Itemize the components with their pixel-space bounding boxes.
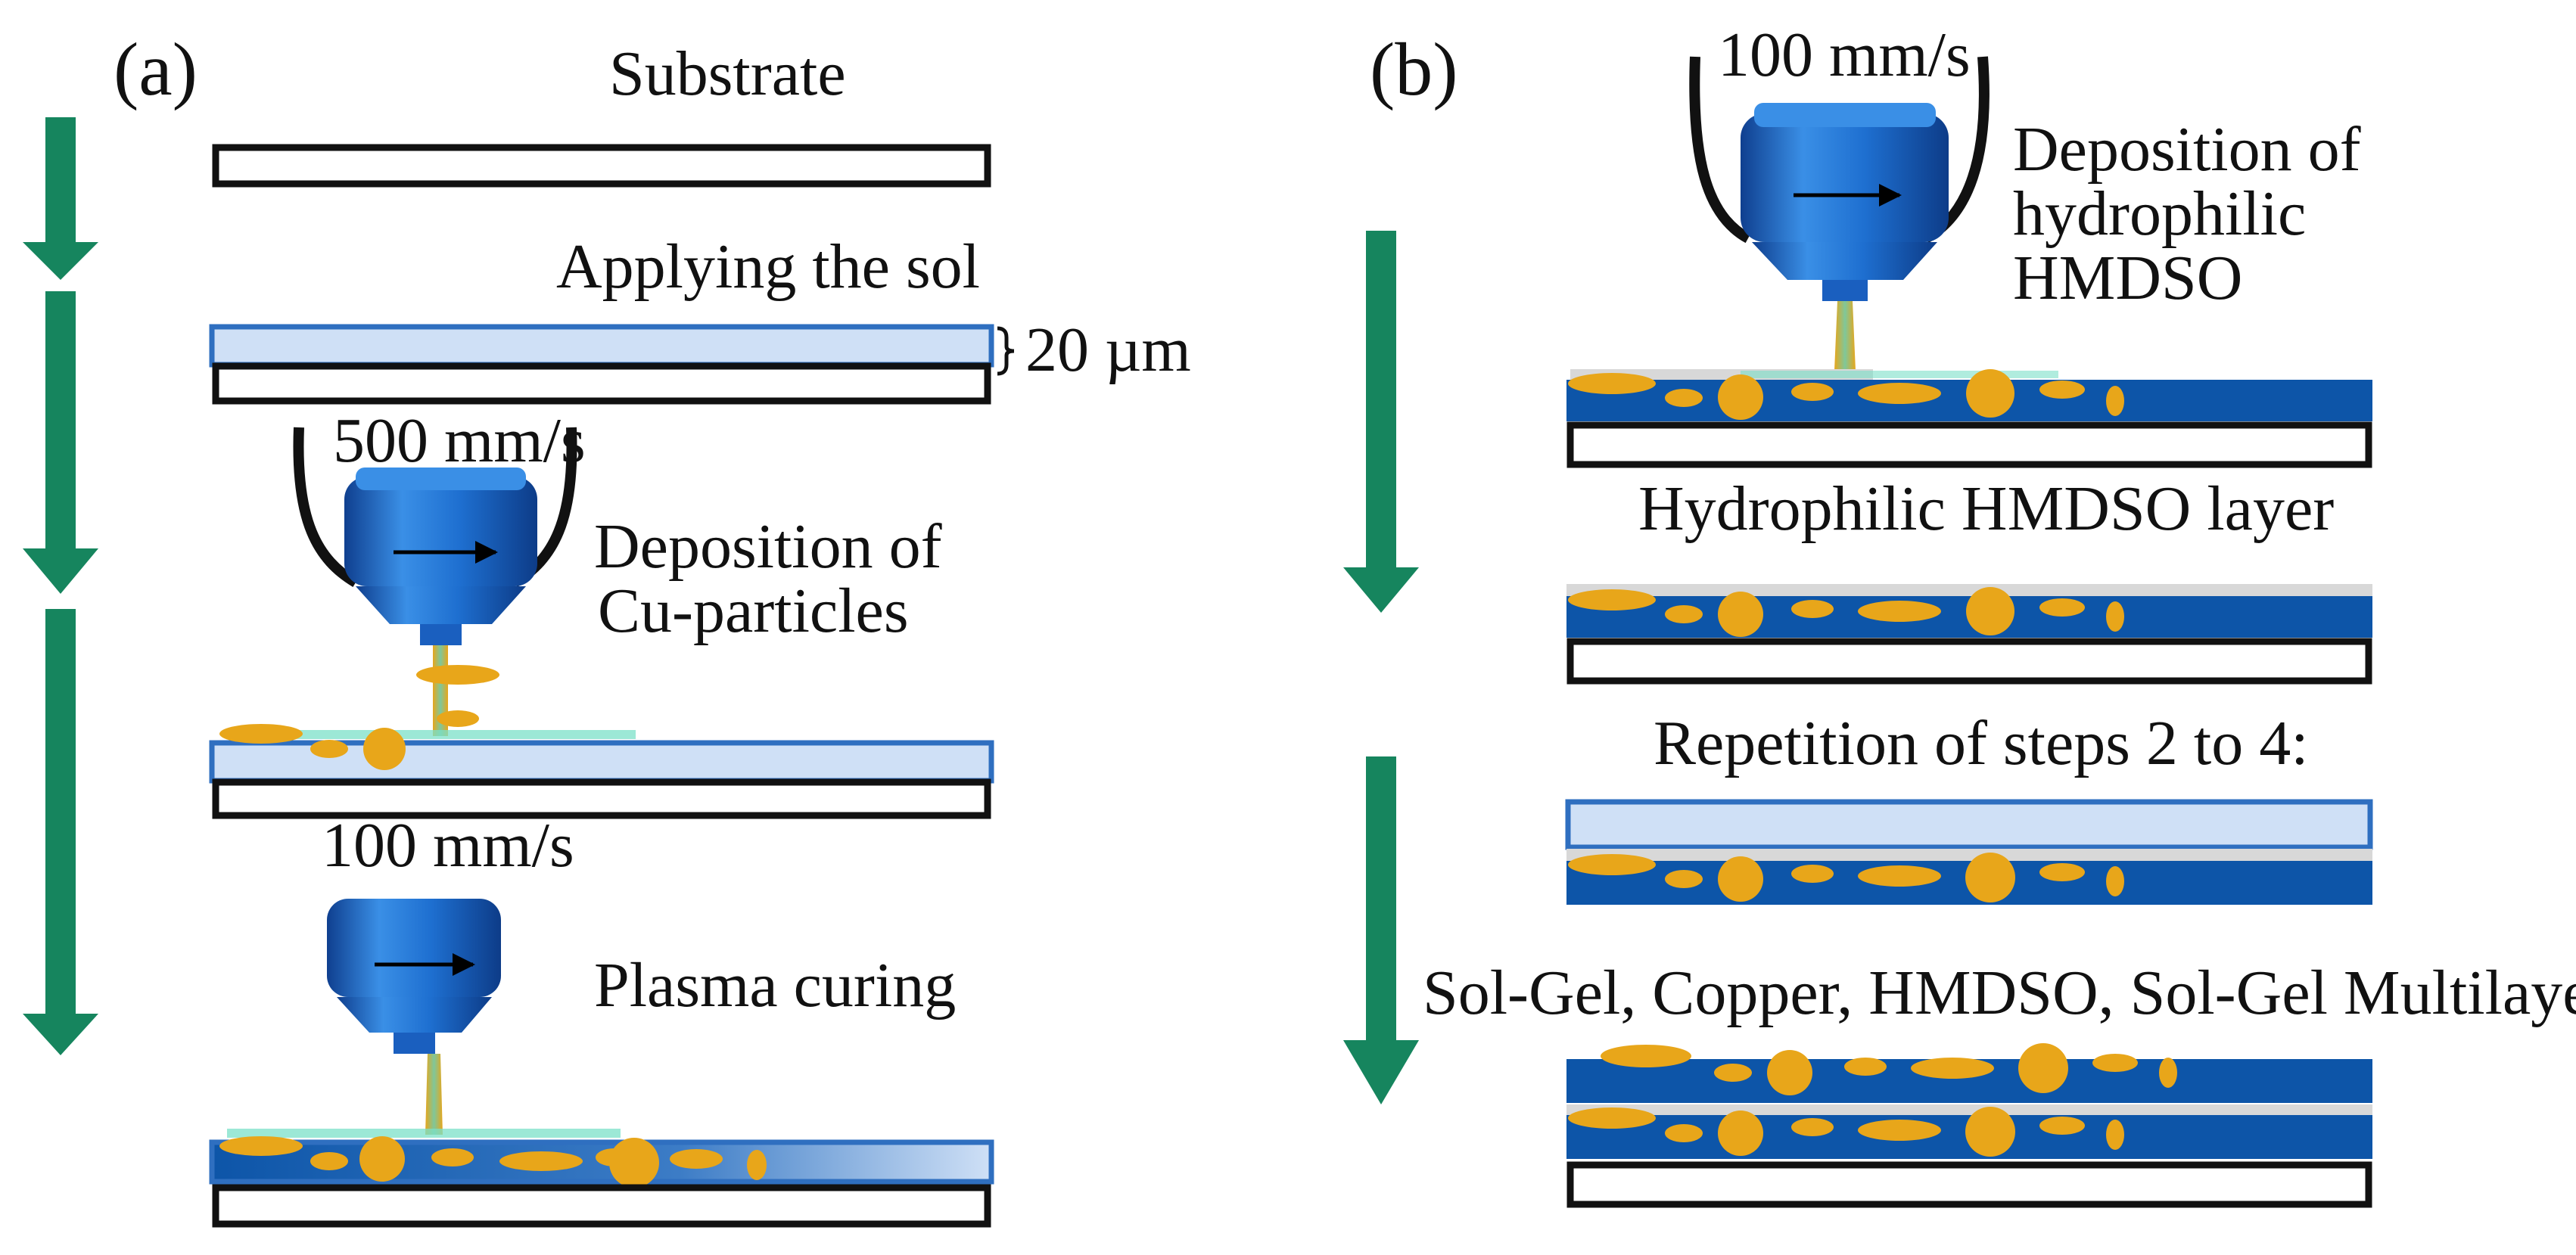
panel-b-label: (b) [1370, 27, 1458, 111]
cu-particles [1568, 1107, 2124, 1157]
plasma-curing-label: Plasma curing [594, 950, 956, 1020]
arrow-down-icon [23, 117, 98, 280]
substrate [212, 1184, 991, 1228]
hmdso-layer [1566, 849, 2372, 861]
plasma-nozzle-icon [327, 899, 501, 1054]
flow-arrows-b [1343, 231, 1419, 1104]
thickness-label: 20 µm [1025, 315, 1191, 385]
plasma-nozzle-icon [344, 468, 537, 645]
hmdso-speed-label: 100 mm/s [1718, 20, 1971, 90]
cu-particles [1568, 587, 2124, 637]
substrate [1566, 638, 2372, 685]
hmdso-deposition-line2: hydrophilic [2013, 179, 2306, 249]
flow-arrows-a [23, 117, 98, 1055]
plasma-jet [425, 1054, 443, 1135]
cu-particles [1568, 369, 2124, 420]
arrow-down-icon [1343, 231, 1419, 613]
cu-particles [1601, 1043, 2177, 1095]
substrate-label: Substrate [609, 39, 846, 109]
sol-layer [1565, 799, 2373, 850]
substrate [212, 778, 991, 819]
substrate [1566, 1161, 2372, 1208]
cu-particles [219, 724, 406, 770]
arrow-down-icon [23, 609, 98, 1055]
hmdso-deposition-line3: HMDSO [2013, 243, 2242, 313]
plasma-nozzle-icon [1741, 103, 1949, 301]
plasma-glow [1741, 371, 2058, 378]
multilayer-label: Sol-Gel, Copper, HMDSO, Sol-Gel Multilay… [1423, 958, 2576, 1028]
cu-deposition-label-line1: Deposition of [594, 511, 942, 582]
cu-particles [219, 1136, 767, 1188]
cu-particle-jet [416, 645, 499, 736]
arrow-down-icon [23, 291, 98, 594]
applying-sol-label: Applying the sol [556, 231, 980, 302]
nozzle-holder [1689, 56, 1751, 244]
substrate [1566, 421, 2372, 468]
repetition-label: Repetition of steps 2 to 4: [1654, 708, 2309, 778]
thickness-brace [997, 326, 1015, 376]
plasma-glow [227, 730, 636, 739]
substrate [212, 144, 991, 188]
curing-speed-label: 100 mm/s [322, 810, 574, 881]
plasma-jet [1834, 301, 1856, 371]
hmdso-layer-label: Hydrophilic HMDSO layer [1638, 474, 2334, 544]
panel-a-label: (a) [114, 27, 198, 111]
cu-deposition-label-line2: Cu-particles [598, 576, 909, 646]
substrate [212, 362, 991, 405]
cu-speed-label: 500 mm/s [333, 405, 586, 476]
sol-layer [209, 324, 994, 368]
plasma-glow [227, 1129, 621, 1138]
arrow-down-icon [1343, 756, 1419, 1104]
hmdso-layer [1566, 584, 2372, 596]
nozzle-holder [293, 427, 359, 588]
cu-particles [1568, 853, 2124, 902]
hmdso-deposition-line1: Deposition of [2013, 114, 2361, 185]
hmdso-layer [1566, 1104, 2372, 1115]
